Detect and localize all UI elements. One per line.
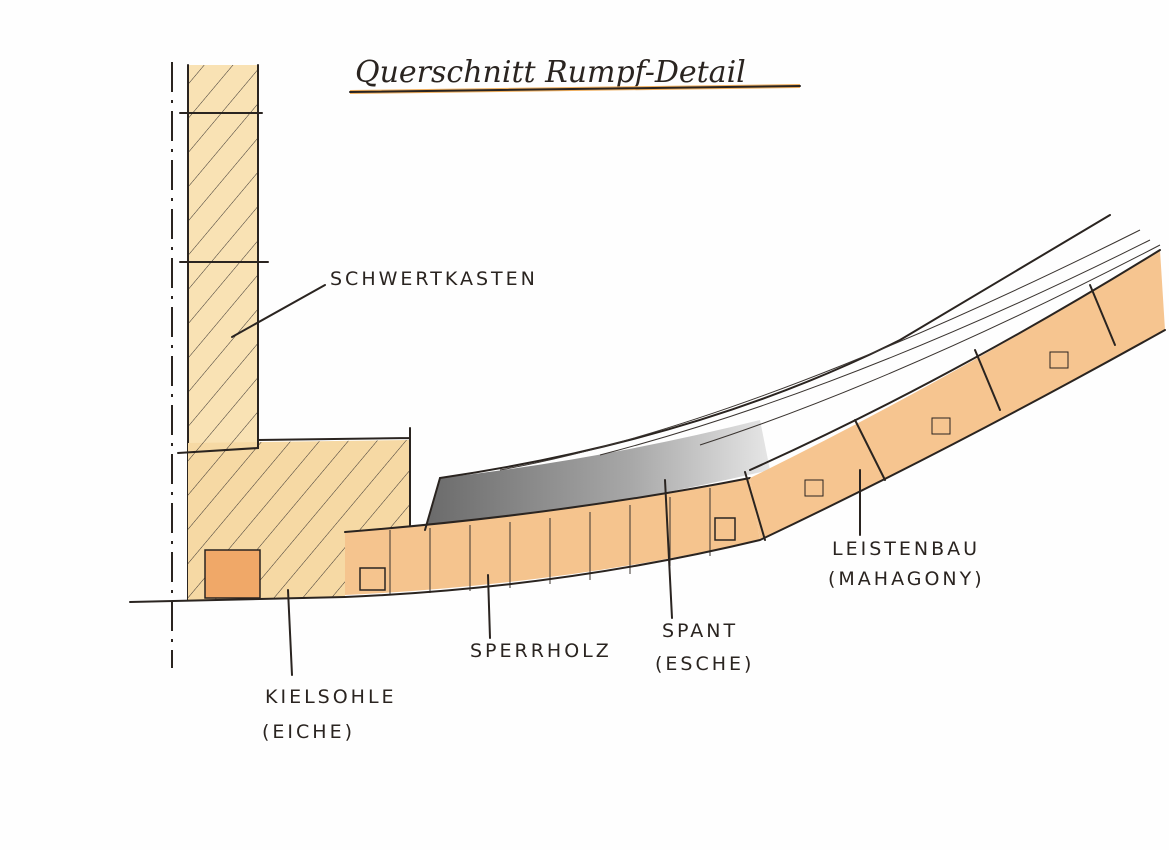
label-kielsohle: KIELSOHLE bbox=[265, 686, 397, 708]
label-leistenbau-material: (MAHAGONY) bbox=[828, 568, 985, 590]
label-spant-material: (ESCHE) bbox=[655, 653, 754, 675]
deck-shadow bbox=[425, 420, 770, 528]
label-leistenbau: LEISTENBAU bbox=[832, 538, 980, 560]
label-schwertkasten: SCHWERTKASTEN bbox=[330, 268, 538, 290]
label-sperrholz: SPERRHOLZ bbox=[470, 640, 612, 662]
schwertkasten-part bbox=[179, 64, 269, 601]
kielsohle-part bbox=[177, 427, 411, 600]
leader-lines bbox=[231, 284, 861, 676]
label-kielsohle-material: (EICHE) bbox=[262, 721, 355, 743]
title-underline bbox=[349, 85, 801, 93]
sperrholz-part bbox=[344, 477, 760, 595]
leistenbau-part bbox=[439, 214, 1165, 541]
hull-outer-line bbox=[129, 329, 1166, 603]
label-spant: SPANT bbox=[662, 620, 738, 642]
title: Querschnitt Rumpf-Detail bbox=[355, 55, 746, 90]
